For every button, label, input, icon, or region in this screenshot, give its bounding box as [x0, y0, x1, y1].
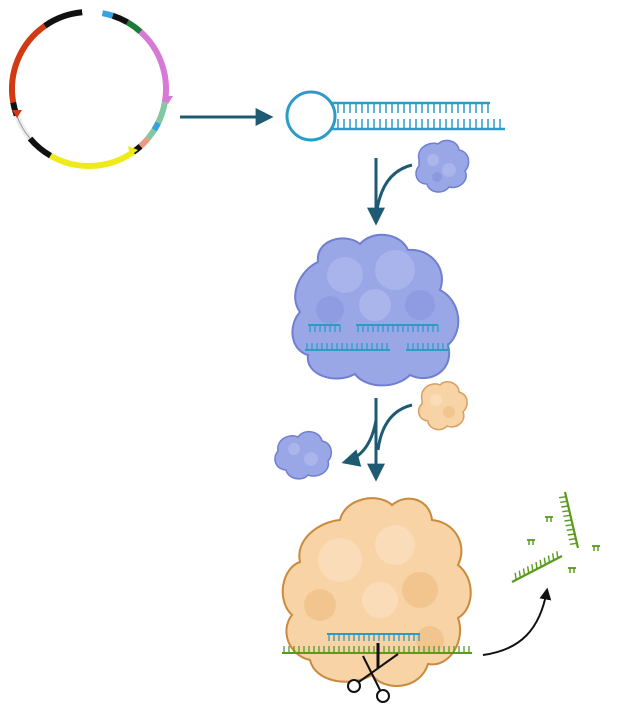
scissors-icon: [347, 643, 399, 703]
plasmid-icon: [9, 9, 173, 169]
blue-protein-icon: [415, 139, 470, 193]
merge-arrow-2: [341, 398, 413, 482]
released-blue-protein-icon: [274, 430, 333, 480]
orange-protein-icon: [417, 381, 468, 431]
merge-arrow-1: [367, 158, 413, 226]
cleavage-complex-icon: [281, 497, 472, 687]
protein-rna-complex-icon: [291, 233, 460, 387]
cleaved-fragments-icon: [511, 491, 600, 583]
hairpin-rna-icon: [285, 90, 505, 142]
arrow-to-fragments: [482, 587, 552, 656]
